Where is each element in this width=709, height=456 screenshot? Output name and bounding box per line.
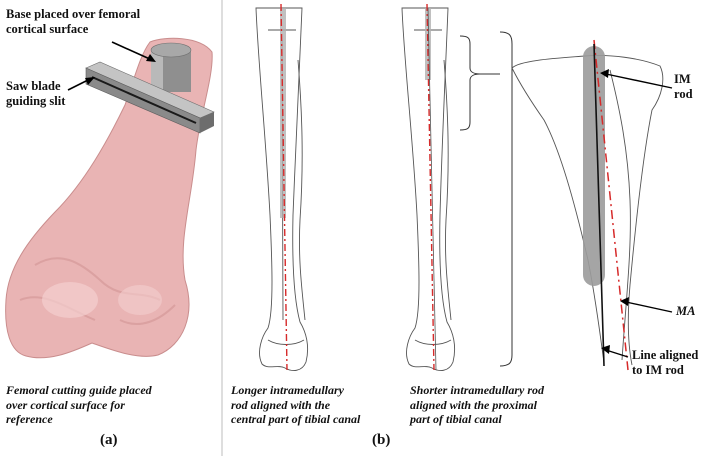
label-line-aligned-line1: Line aligned xyxy=(632,348,698,363)
femur-condyle-highlight-2 xyxy=(118,285,162,315)
brace-small xyxy=(460,36,480,130)
caption-short-line1: Shorter intramedullary rod xyxy=(410,383,544,398)
label-im-rod-line2: rod xyxy=(674,87,693,102)
label-saw-line1: Saw blade xyxy=(6,79,65,94)
label-base-line2: cortical surface xyxy=(6,22,140,37)
panel-label-a: (a) xyxy=(100,432,118,449)
caption-long-line3: central part of tibial canal xyxy=(231,412,360,427)
label-ma: MA xyxy=(676,304,695,319)
arrows-panel-b xyxy=(600,69,672,357)
label-base: Base placed over femoral cortical surfac… xyxy=(6,7,140,37)
caption-short-line2: aligned with the proximal xyxy=(410,398,544,413)
label-saw-blade: Saw blade guiding slit xyxy=(6,79,65,109)
im-rod-enlarged xyxy=(583,46,605,286)
caption-long-line2: rod aligned with the xyxy=(231,398,360,413)
femur-condyle-highlight xyxy=(42,282,98,318)
panel-label-b: (b) xyxy=(372,432,390,449)
caption-panel-a: Femoral cutting guide placed over cortic… xyxy=(6,383,152,427)
caption-a-line1: Femoral cutting guide placed xyxy=(6,383,152,398)
caption-long-line1: Longer intramedullary xyxy=(231,383,360,398)
label-im-rod-line1: IM xyxy=(674,72,693,87)
label-line-aligned-line2: to IM rod xyxy=(632,363,698,378)
label-line-aligned: Line aligned to IM rod xyxy=(632,348,698,378)
label-saw-line2: guiding slit xyxy=(6,94,65,109)
caption-short-rod: Shorter intramedullary rod aligned with … xyxy=(410,383,544,427)
caption-a-line3: reference xyxy=(6,412,152,427)
brace-large xyxy=(500,32,512,366)
im-rod-line-small xyxy=(428,8,436,370)
label-im-rod: IM rod xyxy=(674,72,693,102)
label-base-line1: Base placed over femoral xyxy=(6,7,140,22)
caption-long-rod: Longer intramedullary rod aligned with t… xyxy=(231,383,360,427)
caption-short-line3: part of tibial canal xyxy=(410,412,544,427)
caption-a-line2: over cortical surface for xyxy=(6,398,152,413)
